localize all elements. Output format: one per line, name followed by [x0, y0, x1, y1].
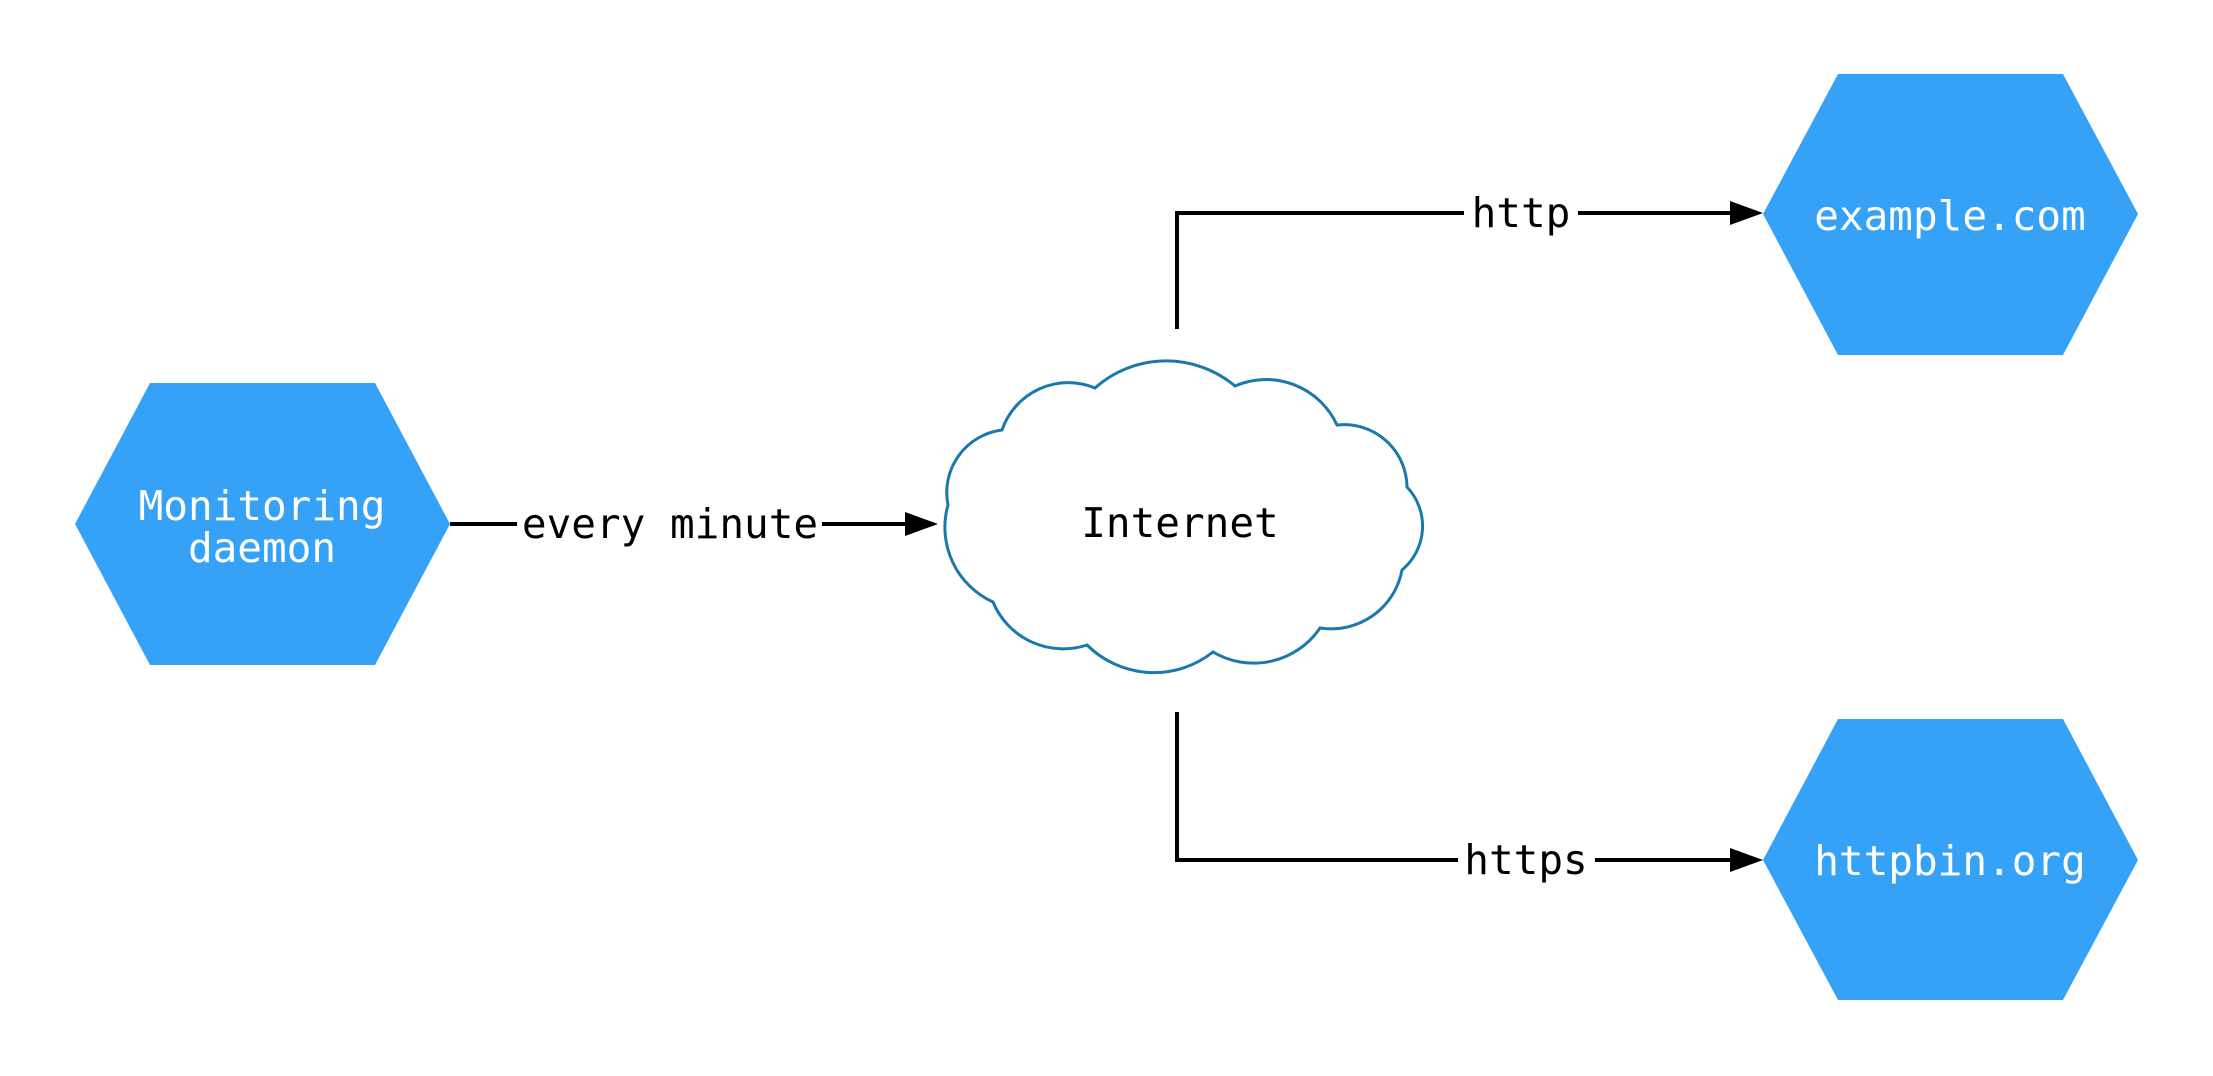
internet-label: Internet [1081, 499, 1278, 547]
node-example-com: example.com [1763, 74, 2138, 355]
node-httpbin-org: httpbin.org [1763, 719, 2138, 1000]
httpbin-org-hexagon [1763, 719, 2138, 1000]
edge-every-minute-arrowhead-icon [905, 512, 938, 536]
edge-http-label: http [1472, 189, 1571, 237]
httpbin-org-label: httpbin.org [1814, 837, 2086, 885]
edge-http-line-left [1175, 211, 1464, 329]
edge-https-arrowhead-icon [1730, 848, 1763, 872]
node-internet: Internet [943, 359, 1425, 675]
internet-cloud-icon [943, 359, 1425, 675]
edge-https-line-left [1175, 712, 1458, 862]
edge-http-arrowhead-icon [1730, 201, 1763, 225]
monitoring-daemon-label-line1: Monitoring [139, 482, 386, 530]
edge-https: https [1175, 712, 1763, 884]
example-com-label: example.com [1814, 192, 2086, 240]
edge-every-minute-label: every minute [522, 500, 818, 548]
edge-every-minute: every minute [450, 500, 938, 548]
node-monitoring-daemon: Monitoring daemon [75, 383, 450, 665]
edge-http: http [1175, 189, 1763, 329]
monitoring-daemon-hexagon [75, 383, 450, 665]
monitoring-daemon-label-line2: daemon [188, 524, 336, 572]
example-com-hexagon [1763, 74, 2138, 355]
edge-https-label: https [1464, 836, 1587, 884]
